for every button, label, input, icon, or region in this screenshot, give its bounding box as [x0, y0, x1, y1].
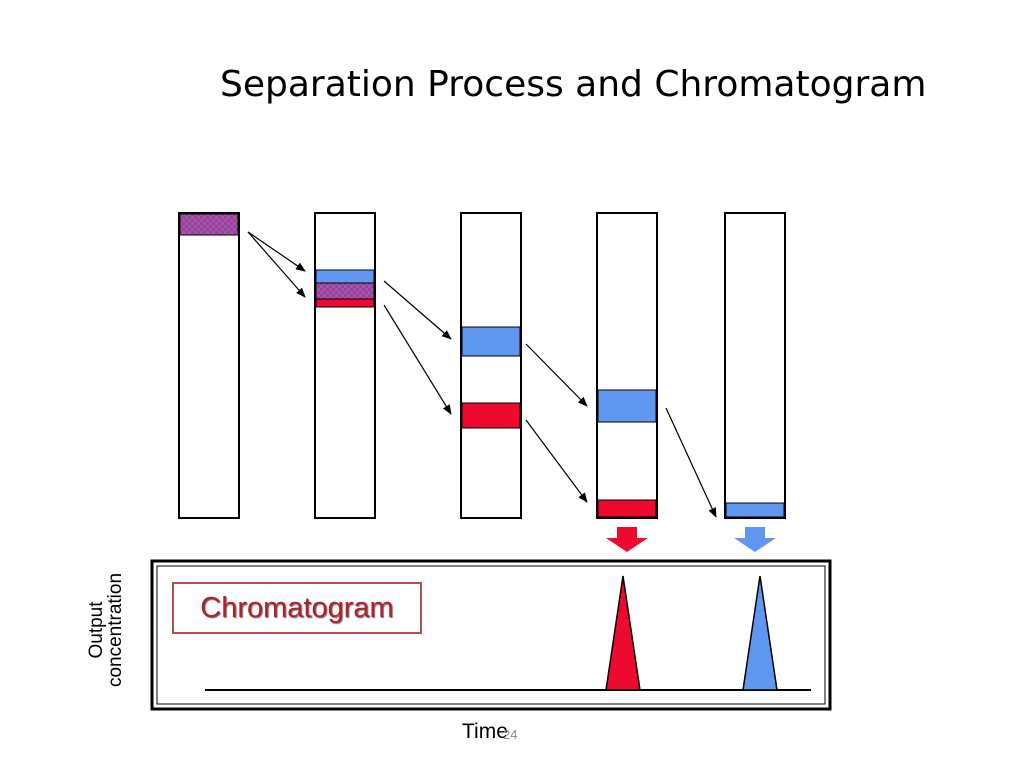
chromatogram-label-box: Chromatogram [172, 582, 422, 634]
y-axis-label-line-1: Output [86, 601, 108, 659]
slide-title: Separation Process and Chromatogram [220, 64, 927, 105]
arrow [525, 419, 588, 503]
y-axis-label: Output concentration [76, 565, 136, 695]
y-axis-label-line-2: concentration [105, 572, 127, 688]
red-band [461, 402, 521, 429]
arrow [247, 231, 306, 298]
chromatogram-label: Chromatogram [200, 591, 394, 624]
x-axis-label: Time [462, 720, 508, 743]
red-peak [605, 575, 641, 691]
page-number: 24 [503, 727, 518, 742]
arrow [525, 343, 588, 407]
mixture-band [315, 282, 375, 300]
blue-band [461, 326, 521, 357]
arrow [383, 280, 452, 340]
blue-peak [742, 575, 778, 691]
column-3 [460, 212, 522, 519]
column-1 [178, 212, 240, 519]
blue-band [597, 389, 657, 423]
blue-output-arrow [734, 527, 776, 552]
arrow [383, 304, 452, 415]
column-2 [314, 212, 376, 519]
column-4 [596, 212, 658, 519]
mixture-band [179, 213, 239, 236]
red-band [315, 298, 375, 308]
red-output-arrow [606, 527, 648, 552]
blue-band [725, 502, 785, 518]
arrow [247, 231, 306, 272]
arrow [665, 407, 717, 518]
red-band [597, 499, 657, 518]
blue-band [315, 269, 375, 284]
migration-arrows [247, 231, 717, 518]
column-5 [724, 212, 786, 519]
